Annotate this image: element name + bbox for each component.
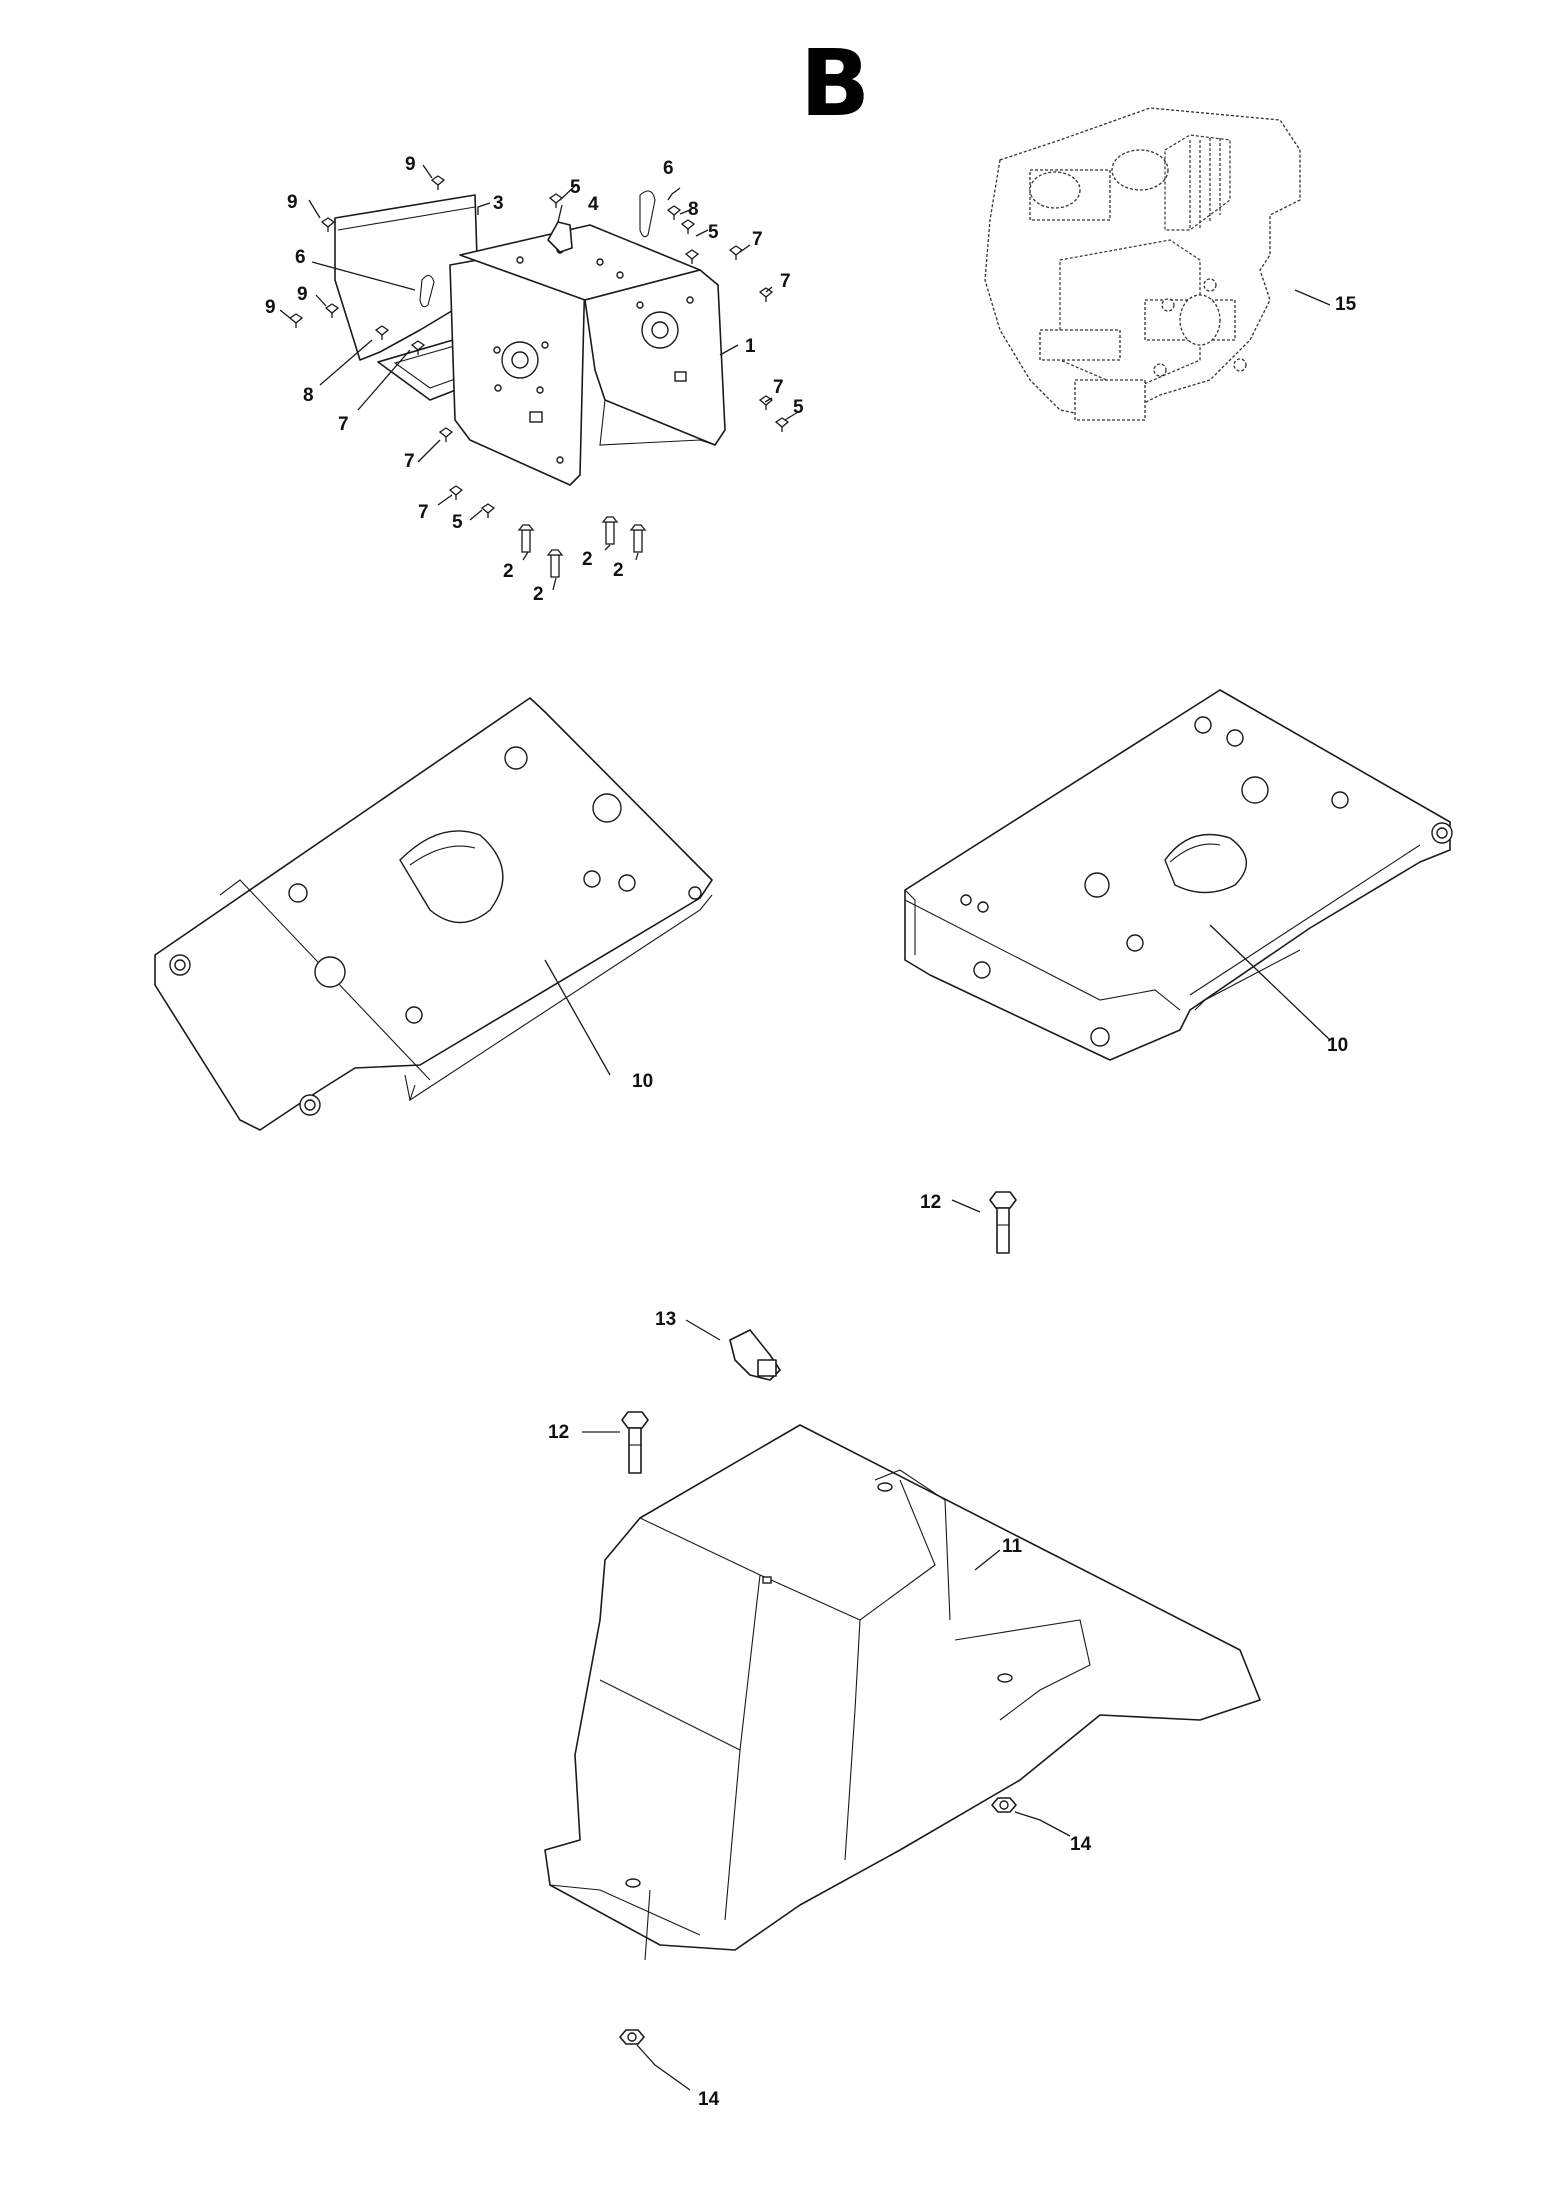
mount-plate-left bbox=[154, 697, 713, 1131]
section-letter: B bbox=[800, 30, 870, 137]
callout-2: 2 bbox=[533, 584, 544, 605]
shield-plate bbox=[334, 194, 479, 361]
callout-10: 10 bbox=[632, 1071, 653, 1092]
fasteners bbox=[288, 175, 790, 518]
callout-8: 8 bbox=[303, 385, 314, 406]
callout-6: 6 bbox=[663, 158, 674, 179]
callout-2: 2 bbox=[503, 561, 514, 582]
side-plate-right bbox=[584, 269, 726, 446]
callout-7: 7 bbox=[404, 451, 415, 472]
callout-1: 1 bbox=[745, 336, 756, 357]
callout-6: 6 bbox=[295, 247, 306, 268]
callout-8: 8 bbox=[688, 199, 699, 220]
leader-10b bbox=[1209, 924, 1331, 1041]
callout-12: 12 bbox=[548, 1422, 569, 1443]
clip-13 bbox=[729, 1329, 781, 1381]
callout-12: 12 bbox=[920, 1192, 941, 1213]
callout-9: 9 bbox=[405, 154, 416, 175]
leader-lines bbox=[279, 164, 1331, 2091]
bolt-12-lower bbox=[621, 1411, 649, 1474]
callout-15: 15 bbox=[1335, 294, 1357, 315]
callout-7: 7 bbox=[418, 502, 429, 523]
callout-labels: 9 9 9 9 3 5 4 6 8 5 7 7 1 6 8 7 7 7 5 7 … bbox=[265, 154, 1357, 2110]
leader-11 bbox=[974, 1549, 1001, 1571]
callout-5: 5 bbox=[452, 512, 463, 533]
callout-5: 5 bbox=[570, 177, 581, 198]
mount-plate-right bbox=[904, 689, 1453, 1061]
callout-7: 7 bbox=[773, 377, 784, 398]
bolts-2 bbox=[517, 516, 647, 578]
housing-cover bbox=[544, 1424, 1261, 1961]
clip-pin-right bbox=[639, 190, 656, 238]
callout-7: 7 bbox=[338, 414, 349, 435]
callout-3: 3 bbox=[493, 193, 504, 214]
frame-assembly bbox=[288, 175, 790, 578]
nut-14-bottom bbox=[619, 2029, 645, 2045]
callout-7: 7 bbox=[752, 229, 763, 250]
callout-14: 14 bbox=[1070, 1834, 1092, 1855]
callout-9: 9 bbox=[297, 284, 308, 305]
callout-7: 7 bbox=[780, 271, 791, 292]
nut-14-right bbox=[991, 1797, 1017, 1813]
clip-pin-left bbox=[419, 274, 435, 308]
callout-10: 10 bbox=[1327, 1035, 1348, 1056]
callout-2: 2 bbox=[613, 560, 624, 581]
bolt-12-upper bbox=[989, 1191, 1017, 1254]
engine bbox=[984, 107, 1301, 421]
callout-14: 14 bbox=[698, 2089, 720, 2110]
callout-9: 9 bbox=[265, 297, 276, 318]
callout-2: 2 bbox=[582, 549, 593, 570]
callout-4: 4 bbox=[588, 194, 599, 215]
handle-bracket bbox=[547, 221, 573, 253]
callout-9: 9 bbox=[287, 192, 298, 213]
callout-5: 5 bbox=[793, 397, 804, 418]
leader-10a bbox=[544, 959, 611, 1076]
callout-11: 11 bbox=[1002, 1536, 1023, 1557]
callout-5: 5 bbox=[708, 222, 719, 243]
callout-13: 13 bbox=[655, 1309, 676, 1330]
